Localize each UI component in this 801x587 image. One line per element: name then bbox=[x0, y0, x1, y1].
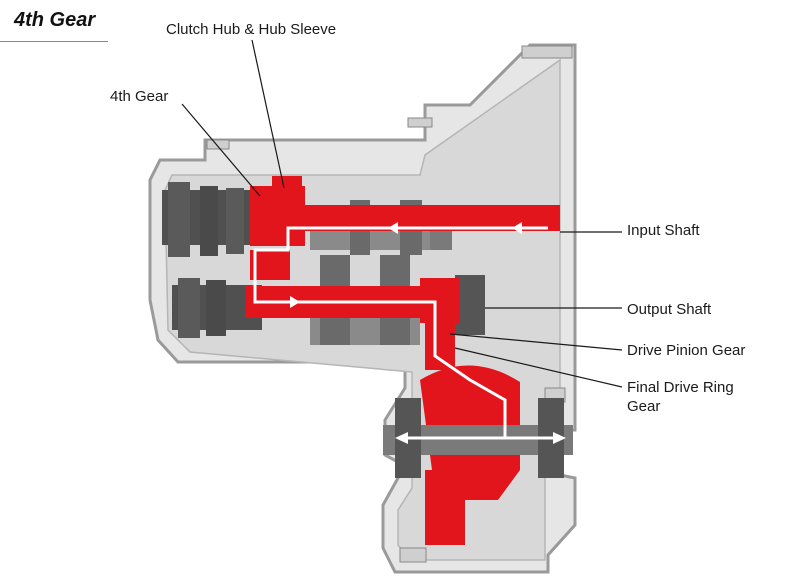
bolt-icon bbox=[399, 547, 427, 563]
title-underline bbox=[0, 41, 108, 42]
bolt-icon bbox=[407, 117, 433, 128]
label-output-shaft: Output Shaft bbox=[627, 301, 712, 318]
power-flow-arrows bbox=[253, 222, 566, 444]
label-final-drive-ring-gear-line1: Final Drive Ring bbox=[627, 379, 734, 396]
label-drive-pinion-gear: Drive Pinion Gear bbox=[627, 342, 746, 359]
diagram-title: 4th Gear bbox=[14, 9, 96, 31]
bolt-icon bbox=[206, 139, 230, 150]
clutch-hub-sleeve bbox=[272, 176, 302, 194]
bolt-icon bbox=[521, 45, 573, 59]
leader-lines bbox=[181, 39, 623, 388]
label-clutch-hub-hub-sleeve: Clutch Hub & Hub Sleeve bbox=[166, 21, 337, 38]
label-input-shaft: Input Shaft bbox=[627, 222, 700, 239]
drive-pinion-gear bbox=[425, 320, 455, 370]
label-final-drive-ring-gear-line2: Gear bbox=[627, 398, 661, 415]
label-4th-gear: 4th Gear bbox=[110, 88, 169, 105]
